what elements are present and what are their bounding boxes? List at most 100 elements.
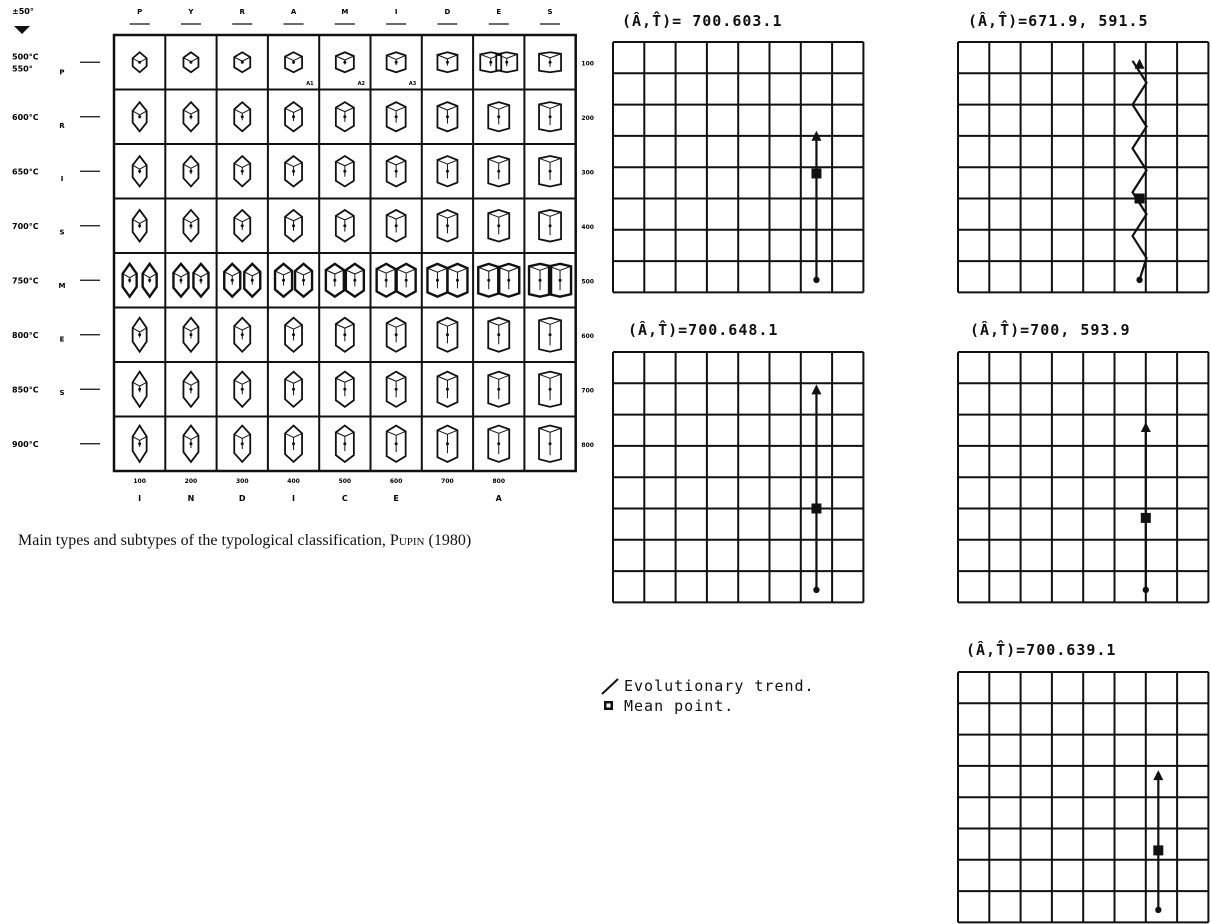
row-temp-label: 750°C xyxy=(12,276,39,285)
crystal-icon xyxy=(285,102,302,131)
crystal-icon xyxy=(336,210,354,242)
trend-start-point xyxy=(813,277,819,283)
crystal-icon xyxy=(183,318,198,352)
plot-1-title: (Â,T̂)= 700.603.1 xyxy=(622,12,783,30)
crystal-icon xyxy=(285,372,302,407)
evolutionary-trend-line xyxy=(1133,61,1147,280)
mean-point xyxy=(811,504,821,514)
cell-subtype-label: A1 xyxy=(306,81,314,87)
crystal-icon xyxy=(234,318,250,352)
bottom-number: 400 xyxy=(287,478,300,485)
crystal-icon xyxy=(539,426,561,462)
crystal-icon xyxy=(529,264,571,297)
crystal-icon xyxy=(183,102,198,131)
crystal-icon xyxy=(224,264,260,297)
temp-down-icon xyxy=(14,26,30,34)
top-letter-r: R xyxy=(240,8,246,16)
crystal-icon xyxy=(234,102,250,131)
row-temp-label: 700°C xyxy=(12,222,39,231)
crystal-icon xyxy=(285,318,302,352)
crystal-icon xyxy=(539,52,561,72)
top-letter-y: Y xyxy=(187,8,194,16)
crystal-icon: A3 xyxy=(387,52,417,87)
plot-3-grid xyxy=(613,352,863,604)
crystal-icon xyxy=(478,264,519,297)
trend-arrowhead-icon xyxy=(1135,59,1145,69)
trend-start-point xyxy=(1136,277,1142,283)
crystal-icon xyxy=(539,156,561,186)
left-letter-s: S xyxy=(59,389,64,397)
crystal-icon xyxy=(488,156,509,186)
crystal-icon xyxy=(234,52,250,72)
row-temp-label: 650°C xyxy=(12,167,39,176)
crystal-icon xyxy=(133,210,147,242)
crystal-icon xyxy=(437,210,457,242)
trend-start-point xyxy=(1155,907,1161,913)
mean-point xyxy=(1153,845,1163,855)
figure-caption: Main types and subtypes of the typologic… xyxy=(18,532,471,550)
right-number: 700 xyxy=(581,387,594,394)
bottom-number: 600 xyxy=(390,478,403,485)
crystal-icon xyxy=(336,372,354,407)
right-number: 600 xyxy=(581,333,594,340)
crystal-icon xyxy=(173,264,208,297)
trend-arrow-icon xyxy=(598,676,624,696)
crystal-icon xyxy=(183,156,198,186)
crystal-icon: A1 xyxy=(285,52,314,87)
crystal-icon xyxy=(133,318,147,352)
crystal-icon xyxy=(539,210,561,242)
trend-arrowhead-icon xyxy=(811,384,821,394)
temp-header: ±50° xyxy=(12,7,34,16)
crystal-icon xyxy=(387,372,406,407)
crystal-icon xyxy=(133,156,147,186)
bottom-letter-d: D xyxy=(239,494,246,503)
bottom-letter-i: I xyxy=(292,494,295,503)
bottom-letter-c: C xyxy=(342,494,348,503)
trend-arrowhead-icon xyxy=(1141,422,1151,432)
crystal-icon xyxy=(234,210,250,242)
left-letter-s: S xyxy=(59,229,64,237)
right-number: 200 xyxy=(581,115,594,122)
top-letter-i: I xyxy=(395,8,398,16)
top-letter-d: D xyxy=(445,8,451,16)
crystal-icon xyxy=(539,102,561,131)
crystal-icon xyxy=(285,210,302,242)
plot-3-title: (Â,T̂)=700.648.1 xyxy=(628,321,778,339)
mean-point-icon xyxy=(598,696,624,716)
right-number: 300 xyxy=(581,169,594,176)
bottom-number: 700 xyxy=(441,478,454,485)
mean-point xyxy=(1135,194,1145,204)
top-letter-s: S xyxy=(548,8,553,16)
crystal-icon xyxy=(488,372,509,407)
bottom-letter-e: E xyxy=(393,494,398,503)
left-letter-p: P xyxy=(59,68,64,76)
trend-start-point xyxy=(1143,587,1149,593)
crystal-icon xyxy=(133,52,147,72)
left-letter-i: I xyxy=(61,175,64,183)
right-number: 400 xyxy=(581,224,594,231)
bottom-letter-a: A xyxy=(496,494,503,503)
crystal-icon xyxy=(480,52,517,72)
crystal-icon xyxy=(123,264,157,297)
bottom-number: 800 xyxy=(492,478,505,485)
row-temp-label: 800°C xyxy=(12,331,39,340)
crystal-icon xyxy=(387,210,406,242)
bottom-number: 300 xyxy=(236,478,249,485)
plot-2-title: (Â,T̂)=671.9, 591.5 xyxy=(968,12,1149,30)
row-temp-label: 600°C xyxy=(12,113,39,122)
plot-2-grid xyxy=(958,42,1208,294)
crystal-icon: A2 xyxy=(336,52,366,87)
crystal-icon xyxy=(387,156,406,186)
crystal-icon xyxy=(427,264,467,297)
top-letter-a: A xyxy=(291,8,297,16)
top-letter-p: P xyxy=(137,8,142,16)
crystal-icon xyxy=(183,372,198,407)
crystal-icon xyxy=(387,426,406,462)
crystal-icon xyxy=(336,426,354,462)
crystal-icon xyxy=(336,318,354,352)
crystal-icon xyxy=(183,210,198,242)
crystal-icon xyxy=(234,426,250,462)
plot-5-grid xyxy=(958,672,1208,924)
crystal-icon xyxy=(285,156,302,186)
